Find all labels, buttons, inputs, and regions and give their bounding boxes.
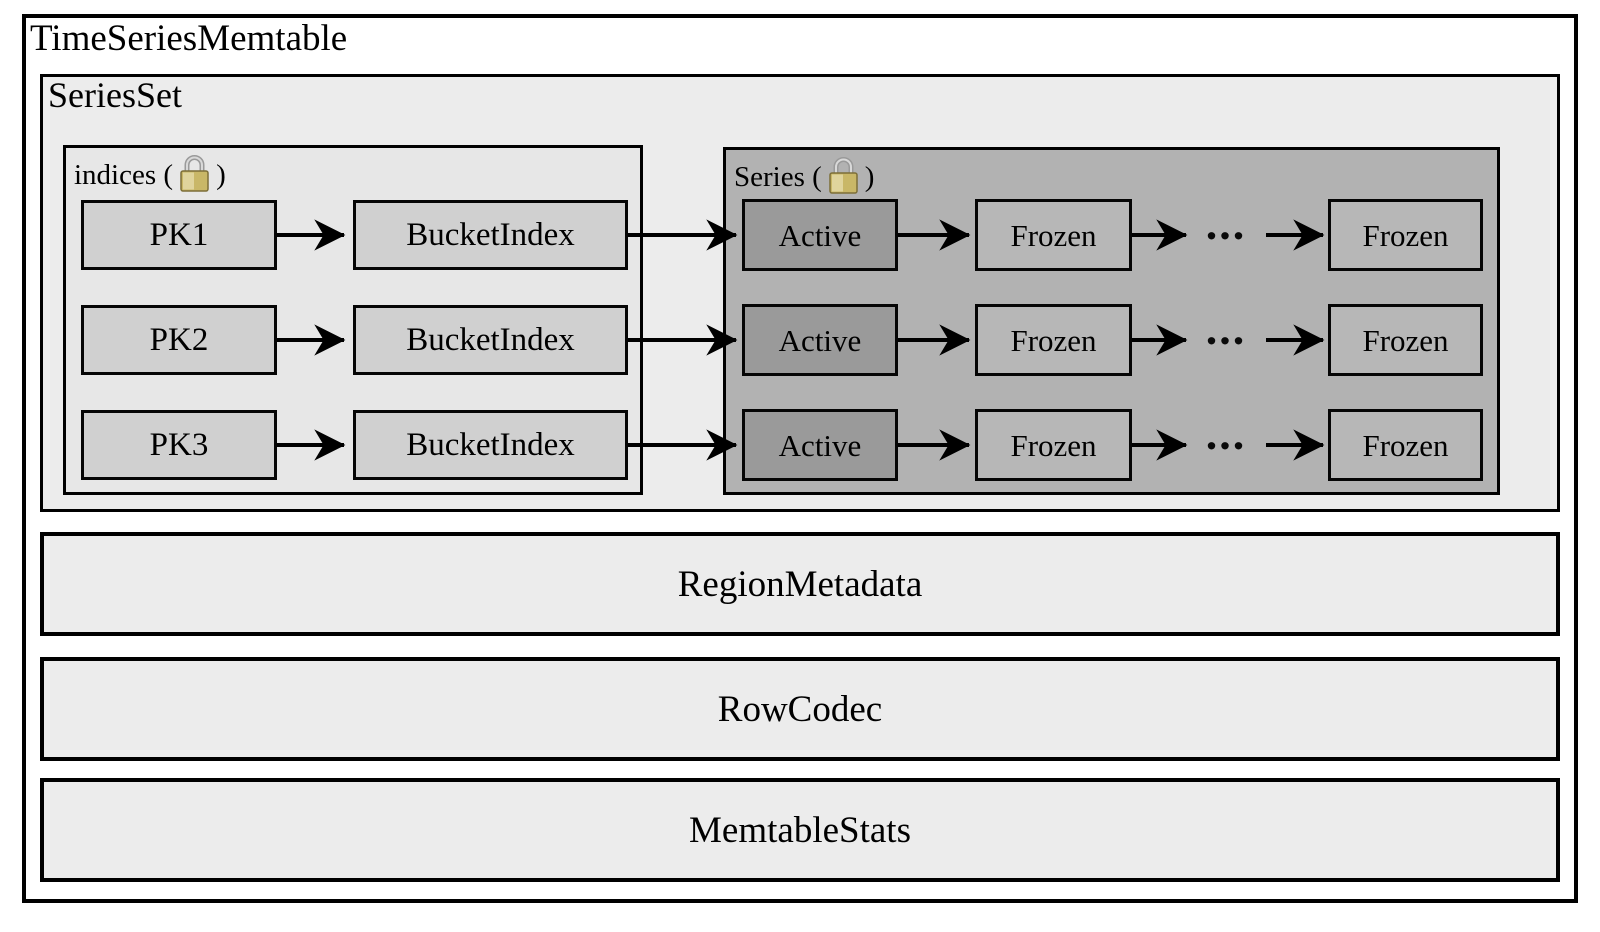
series-label-prefix: Series (: [734, 161, 822, 193]
series-panel-label: Series ( ): [734, 153, 874, 202]
frozen-box: Frozen: [1328, 409, 1483, 481]
frozen-box: Frozen: [1328, 304, 1483, 376]
indices-label-suffix: ): [216, 159, 226, 191]
frozen-box: Frozen: [975, 304, 1132, 376]
bucket-index-box: BucketIndex: [353, 200, 628, 270]
frozen-box: Frozen: [975, 409, 1132, 481]
active-box: Active: [742, 199, 898, 271]
frozen-box: Frozen: [975, 199, 1132, 271]
memtable-stats-block: MemtableStats: [40, 778, 1560, 882]
ellipsis: ...: [1205, 198, 1247, 249]
active-box: Active: [742, 304, 898, 376]
row-codec-block: RowCodec: [40, 657, 1560, 761]
bucket-index-box: BucketIndex: [353, 410, 628, 480]
indices-panel-label: indices ( ): [74, 151, 226, 200]
bucket-index-box: BucketIndex: [353, 305, 628, 375]
frozen-box: Frozen: [1328, 199, 1483, 271]
series-label-suffix: ): [864, 161, 875, 193]
series-set-label: SeriesSet: [48, 75, 182, 115]
ellipsis: ...: [1205, 408, 1247, 459]
ellipsis: ...: [1205, 303, 1247, 354]
diagram-title: TimeSeriesMemtable: [30, 18, 348, 59]
pk2-box: PK2: [81, 305, 277, 375]
pk3-box: PK3: [81, 410, 277, 480]
active-box: Active: [742, 409, 898, 481]
region-metadata-block: RegionMetadata: [40, 532, 1560, 636]
lock-icon: [827, 155, 860, 204]
lock-icon: [178, 153, 211, 202]
indices-label-prefix: indices (: [74, 159, 174, 191]
pk1-box: PK1: [81, 200, 277, 270]
